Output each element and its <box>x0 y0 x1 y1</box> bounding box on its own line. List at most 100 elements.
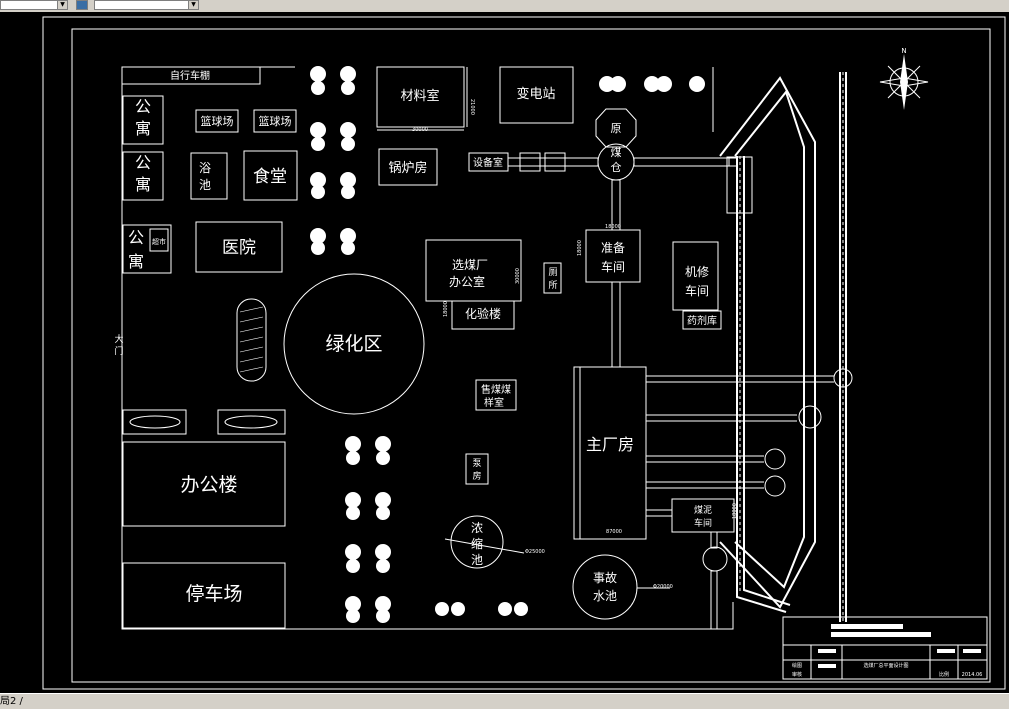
layer-properties-icon[interactable] <box>76 0 88 10</box>
basketball-court-1 <box>195 109 239 133</box>
pump-room <box>465 453 489 485</box>
flower-bed-2 <box>217 409 286 435</box>
bathhouse <box>190 152 228 200</box>
svg-text:厕: 厕 <box>548 267 557 278</box>
sample-room <box>475 379 517 411</box>
svg-text:水池: 水池 <box>593 589 617 603</box>
svg-text:锅炉房: 锅炉房 <box>388 160 427 176</box>
svg-text:设备室: 设备室 <box>473 156 503 169</box>
north-arrow: N <box>879 47 929 110</box>
svg-text:车间: 车间 <box>694 517 712 529</box>
svg-text:18000: 18000 <box>577 240 583 256</box>
outer-frame <box>42 16 1006 690</box>
shop <box>149 228 169 252</box>
svg-text:事故: 事故 <box>593 570 617 585</box>
svg-text:绿化区: 绿化区 <box>325 333 382 355</box>
svg-text:篮球场: 篮球场 <box>259 114 292 128</box>
basketball-court-2 <box>253 109 297 133</box>
svg-text:停车场: 停车场 <box>185 583 242 605</box>
site-boundary <box>121 67 734 630</box>
loading-points <box>764 368 853 497</box>
svg-text:化验楼: 化验楼 <box>465 306 501 321</box>
main-plant-building <box>573 366 647 540</box>
svg-text:绘图: 绘图 <box>792 662 802 669</box>
svg-text:寓: 寓 <box>128 252 144 271</box>
boiler-room <box>378 148 438 186</box>
svg-text:比例: 比例 <box>939 671 949 678</box>
svg-text:18000: 18000 <box>605 224 621 230</box>
substation <box>499 66 574 124</box>
svg-text:浓: 浓 <box>471 521 483 535</box>
svg-text:主厂房: 主厂房 <box>586 435 634 454</box>
svg-text:泵: 泵 <box>472 458 481 469</box>
svg-text:浴: 浴 <box>199 161 211 175</box>
prep-workshop <box>585 229 641 283</box>
style-combo[interactable]: ▼ <box>94 0 199 10</box>
chemical-storage <box>682 310 722 330</box>
svg-text:21000: 21000 <box>469 99 475 115</box>
fountain <box>236 298 267 382</box>
svg-text:煤泥: 煤泥 <box>694 504 712 516</box>
svg-text:选煤厂总平面设计图: 选煤厂总平面设计图 <box>863 662 908 669</box>
svg-text:房: 房 <box>472 470 481 482</box>
green-area <box>283 273 425 415</box>
drawing-canvas[interactable]: 自行车棚 公 寓 公 寓 公 寓 超市 篮球场 篮球场 浴 池 食堂 医院 大 … <box>0 12 1009 693</box>
svg-text:篮球场: 篮球场 <box>201 114 234 128</box>
title-block: 绘图 审核 比例 选煤厂总平面设计图 2014.06 <box>782 616 988 680</box>
svg-text:30000: 30000 <box>412 127 428 133</box>
svg-text:仓: 仓 <box>611 160 622 174</box>
svg-text:N: N <box>901 47 906 55</box>
svg-text:门: 门 <box>114 345 123 357</box>
svg-text:食堂: 食堂 <box>253 167 287 187</box>
svg-text:超市: 超市 <box>152 237 166 246</box>
svg-text:寓: 寓 <box>135 175 151 194</box>
repair-workshop <box>672 241 719 311</box>
svg-text:30000: 30000 <box>515 268 521 284</box>
svg-text:所: 所 <box>548 280 557 291</box>
svg-text:审核: 审核 <box>792 671 802 678</box>
canteen <box>243 150 298 201</box>
svg-text:18000: 18000 <box>443 301 449 317</box>
hospital <box>195 221 283 273</box>
railway <box>719 72 847 622</box>
apartment-3 <box>122 224 172 274</box>
svg-text:池: 池 <box>199 178 211 192</box>
svg-text:变电站: 变电站 <box>516 86 555 102</box>
svg-text:医院: 医院 <box>222 238 256 258</box>
toilet <box>543 262 562 294</box>
svg-text:煤: 煤 <box>611 146 622 159</box>
inner-frame <box>71 28 991 683</box>
svg-text:选煤厂: 选煤厂 <box>452 258 488 272</box>
accident-pool <box>572 554 638 620</box>
bike-shed-label: 自行车棚 <box>170 69 210 82</box>
svg-text:2014.06: 2014.06 <box>962 672 983 678</box>
svg-text:公: 公 <box>135 97 151 116</box>
flower-bed-1 <box>122 409 187 435</box>
chevron-down-icon[interactable]: ▼ <box>57 1 67 9</box>
svg-text:原: 原 <box>611 122 622 135</box>
svg-text:办公楼: 办公楼 <box>180 474 237 496</box>
site-plan: 自行车棚 公 寓 公 寓 公 寓 超市 篮球场 篮球场 浴 池 食堂 医院 大 … <box>42 16 1006 690</box>
svg-text:缩: 缩 <box>471 536 483 551</box>
layer-combo[interactable]: ▼ <box>0 0 68 10</box>
svg-text:药剂库: 药剂库 <box>687 314 717 327</box>
svg-text:办公室: 办公室 <box>449 274 485 289</box>
material-room <box>376 66 465 128</box>
svg-text:材料室: 材料室 <box>400 88 439 104</box>
bike-shed <box>121 66 261 85</box>
svg-text:样室: 样室 <box>484 396 504 409</box>
layout-tab[interactable]: 局2 / <box>0 696 23 707</box>
lab-building <box>451 300 515 330</box>
svg-text:池: 池 <box>471 553 483 567</box>
small-room-1 <box>519 152 541 172</box>
chevron-down-icon[interactable]: ▼ <box>188 1 198 9</box>
svg-text:寓: 寓 <box>135 119 151 138</box>
office-building <box>122 441 286 527</box>
svg-text:18000: 18000 <box>732 503 738 519</box>
svg-text:机修: 机修 <box>685 264 709 279</box>
svg-text:公: 公 <box>135 153 151 172</box>
svg-text:公: 公 <box>128 228 144 247</box>
apartment-1 <box>122 95 164 145</box>
svg-text:车间: 车间 <box>601 259 625 274</box>
status-bar: 局2 / <box>0 693 1009 709</box>
